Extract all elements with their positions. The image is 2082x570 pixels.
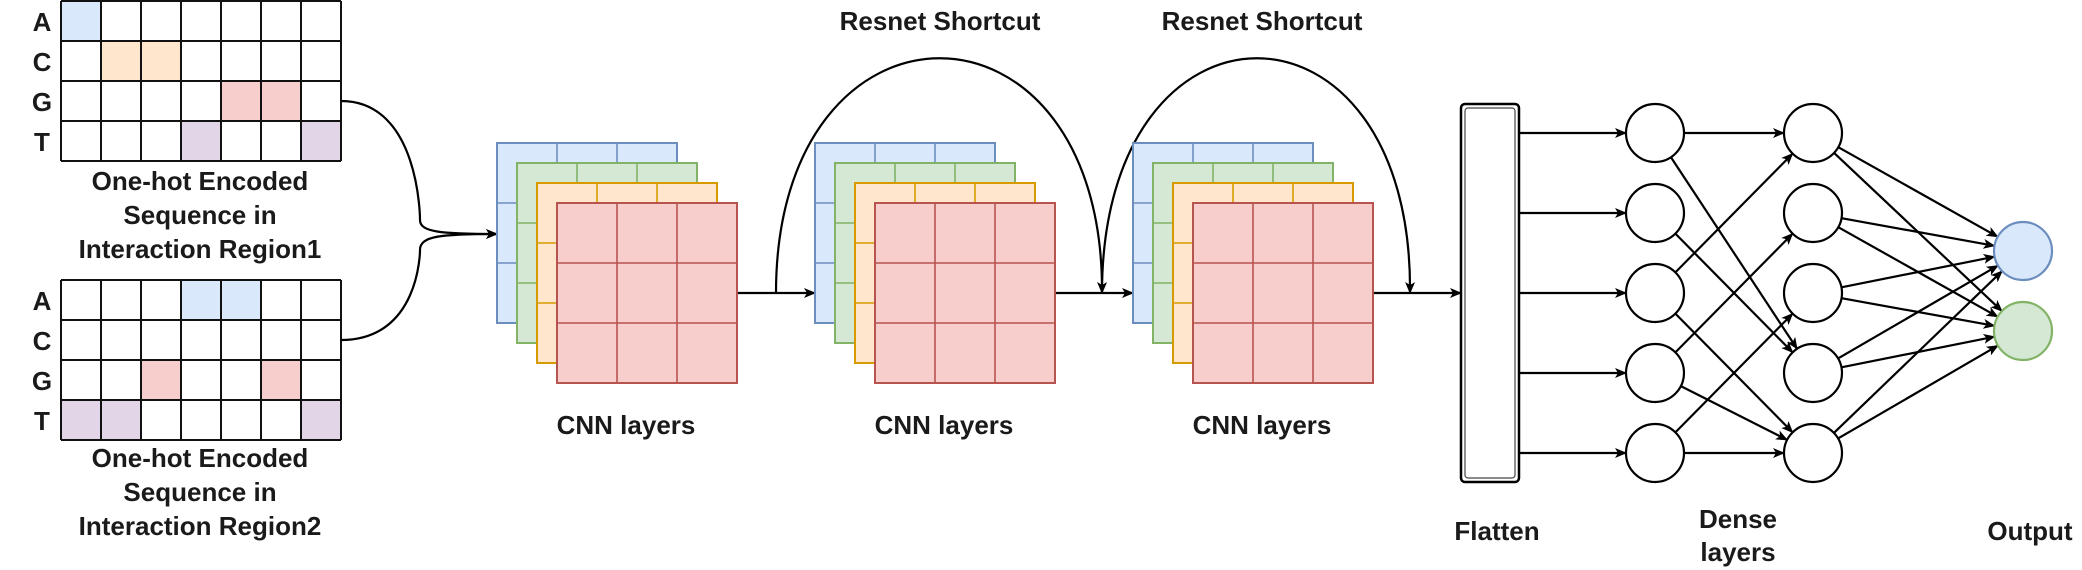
edge-dense2-to-output [1833, 270, 2003, 434]
grid-cell-t [301, 400, 341, 440]
grid-cell-g [221, 81, 261, 121]
grid-cell-a [221, 280, 261, 320]
grid-cell-t [101, 400, 141, 440]
row-label-a: A [33, 7, 52, 37]
grid-cell-t [301, 121, 341, 161]
cnn-label-2: CNN layers [875, 410, 1014, 440]
edge-dense1-to-dense2 [1674, 312, 1794, 434]
grid-cell-c [141, 41, 181, 81]
dense2-node [1782, 342, 1844, 404]
dense1-node [1624, 182, 1686, 244]
dense2-node [1782, 262, 1844, 324]
input-caption-2: Sequence in [123, 477, 276, 507]
feature-map-red [1192, 202, 1374, 384]
grid-cell-t [61, 400, 101, 440]
cnn-block-2 [814, 142, 1056, 384]
edge-dense1-to-dense2 [1670, 156, 1798, 350]
cnn-label-1: CNN layers [557, 410, 696, 440]
cnn-block-3 [1132, 142, 1374, 384]
dense-network [1519, 102, 2054, 484]
grid-cell-g [261, 81, 301, 121]
dense-label-line2: layers [1700, 537, 1775, 567]
row-label-c: C [33, 326, 52, 356]
flatten-layer [1459, 102, 1521, 484]
dense2-node [1782, 102, 1844, 164]
edge-dense2-to-output [1841, 217, 1996, 249]
edge-dense2-to-output [1837, 344, 1999, 440]
grid-cell-a [61, 1, 101, 41]
row-label-a: A [33, 286, 52, 316]
edge-dense1-to-dense2 [1680, 385, 1789, 441]
dense-label-line1: Dense [1699, 504, 1777, 534]
grid-cell-c [101, 41, 141, 81]
connections [340, 57, 1462, 342]
feature-map-red [556, 202, 738, 384]
row-label-g: G [32, 87, 52, 117]
resnet-shortcut-2 [1100, 57, 1416, 294]
output-node-blue [1992, 220, 2054, 282]
grid-cell-g [141, 360, 181, 400]
output-node-green [1992, 300, 2054, 362]
dense2-node [1782, 182, 1844, 244]
grid-cell-t [181, 121, 221, 161]
shortcut-label-1: Resnet Shortcut [840, 6, 1041, 36]
row-label-t: T [34, 406, 50, 436]
dense1-node [1624, 342, 1686, 404]
row-label-g: G [32, 366, 52, 396]
cnn-block-1 [496, 142, 738, 384]
dense1-node [1624, 262, 1686, 324]
row-label-t: T [34, 127, 50, 157]
edge-dense2-to-output [1837, 264, 1999, 360]
input-caption-1: Sequence in [123, 200, 276, 230]
dense1-node [1624, 422, 1686, 484]
input-caption-2: Interaction Region2 [79, 511, 322, 541]
shortcut-label-2: Resnet Shortcut [1162, 6, 1363, 36]
grid-cell-a [181, 280, 221, 320]
edge-dense2-to-output [1841, 253, 1996, 289]
dense1-node [1624, 102, 1686, 164]
flatten-label: Flatten [1454, 516, 1539, 546]
edge-dense1-to-dense2 [1674, 152, 1794, 274]
dense2-node [1782, 422, 1844, 484]
feature-map-red [874, 202, 1056, 384]
input-caption-2: One-hot Encoded [92, 443, 309, 473]
output-label: Output [1987, 516, 2073, 546]
row-label-c: C [33, 47, 52, 77]
edge-dense2-to-output [1837, 146, 1999, 238]
edge-input2-to-cnn [340, 229, 498, 342]
input-caption-1: Interaction Region1 [79, 234, 322, 264]
input-caption-1: One-hot Encoded [92, 166, 309, 196]
resnet-shortcut-1 [774, 57, 1108, 294]
edge-dense1-to-dense2 [1674, 232, 1794, 354]
cnn-label-3: CNN layers [1193, 410, 1332, 440]
cnn-blocks [496, 142, 1374, 384]
grid-cell-g [261, 360, 301, 400]
edge-input1-to-cnn [340, 99, 498, 239]
